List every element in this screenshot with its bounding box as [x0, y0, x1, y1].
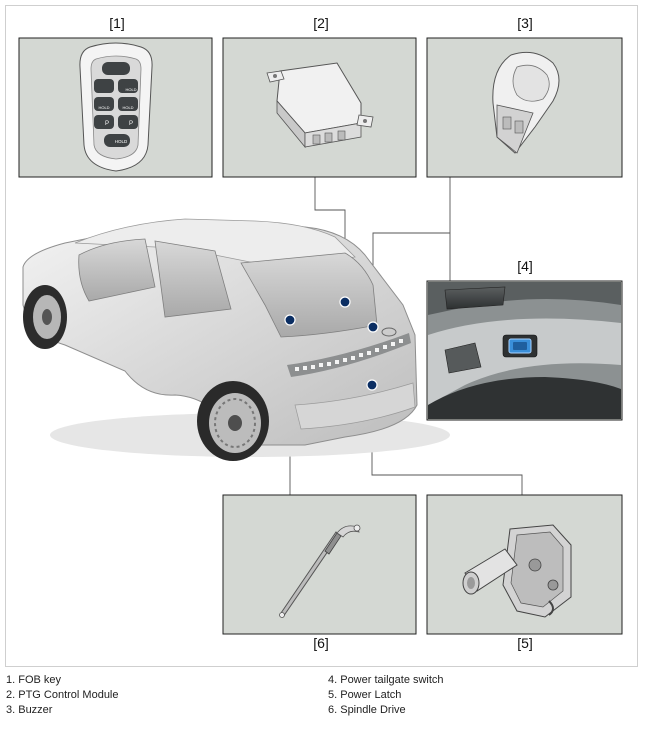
panel-fob-key: HOLD HOLD HOLD P P HOLD	[18, 37, 213, 178]
power-latch-image	[462, 524, 572, 618]
legend-item-1: 1. FOB key	[6, 674, 62, 686]
fob-hold-bottom: HOLD	[115, 139, 128, 144]
callout-4-label: [4]	[517, 258, 533, 274]
legend-item-3: 3. Buzzer	[6, 704, 53, 716]
fob-hold-right: HOLD	[122, 105, 133, 110]
fob-hold-left: HOLD	[98, 105, 109, 110]
callout-2-label: [2]	[313, 15, 329, 31]
marker-tailgate-switch	[367, 321, 379, 333]
callout-6-label: [6]	[313, 635, 329, 651]
component-location-diagram: [1] [2] [3] [4] [6] [5] HOLD HOLD HOLD P	[18, 15, 623, 651]
panel-spindle-drive	[222, 494, 417, 635]
callout-3-label: [3]	[517, 15, 533, 31]
panel-buzzer	[426, 37, 623, 178]
callout-1-label: [1]	[109, 15, 125, 31]
callout-5-label: [5]	[517, 635, 533, 651]
fob-hold-top: HOLD	[125, 87, 136, 92]
vehicle-illustration	[22, 218, 450, 461]
tailgate-switch-image	[428, 282, 621, 419]
buzzer-image	[492, 51, 560, 154]
panel-ptg-control-module	[222, 37, 417, 178]
marker-ptg-module	[339, 296, 351, 308]
legend-item-2: 2. PTG Control Module	[6, 689, 119, 701]
spindle-drive-image	[279, 524, 361, 618]
fob-p-left: P	[105, 121, 109, 127]
marker-spindle-drive	[284, 314, 296, 326]
marker-power-latch	[366, 379, 378, 391]
legend-item-6: 6. Spindle Drive	[328, 704, 406, 716]
fob-p-right: P	[129, 121, 133, 127]
panel-power-latch	[426, 494, 623, 635]
component-legend: 1. FOB key 2. PTG Control Module 3. Buzz…	[0, 673, 652, 733]
panel-power-tailgate-switch	[426, 280, 623, 421]
fob-key-image: HOLD HOLD HOLD P P HOLD	[79, 42, 153, 172]
legend-item-5: 5. Power Latch	[328, 689, 402, 701]
legend-item-4: 4. Power tailgate switch	[328, 674, 444, 686]
ptg-module-image	[266, 62, 374, 149]
